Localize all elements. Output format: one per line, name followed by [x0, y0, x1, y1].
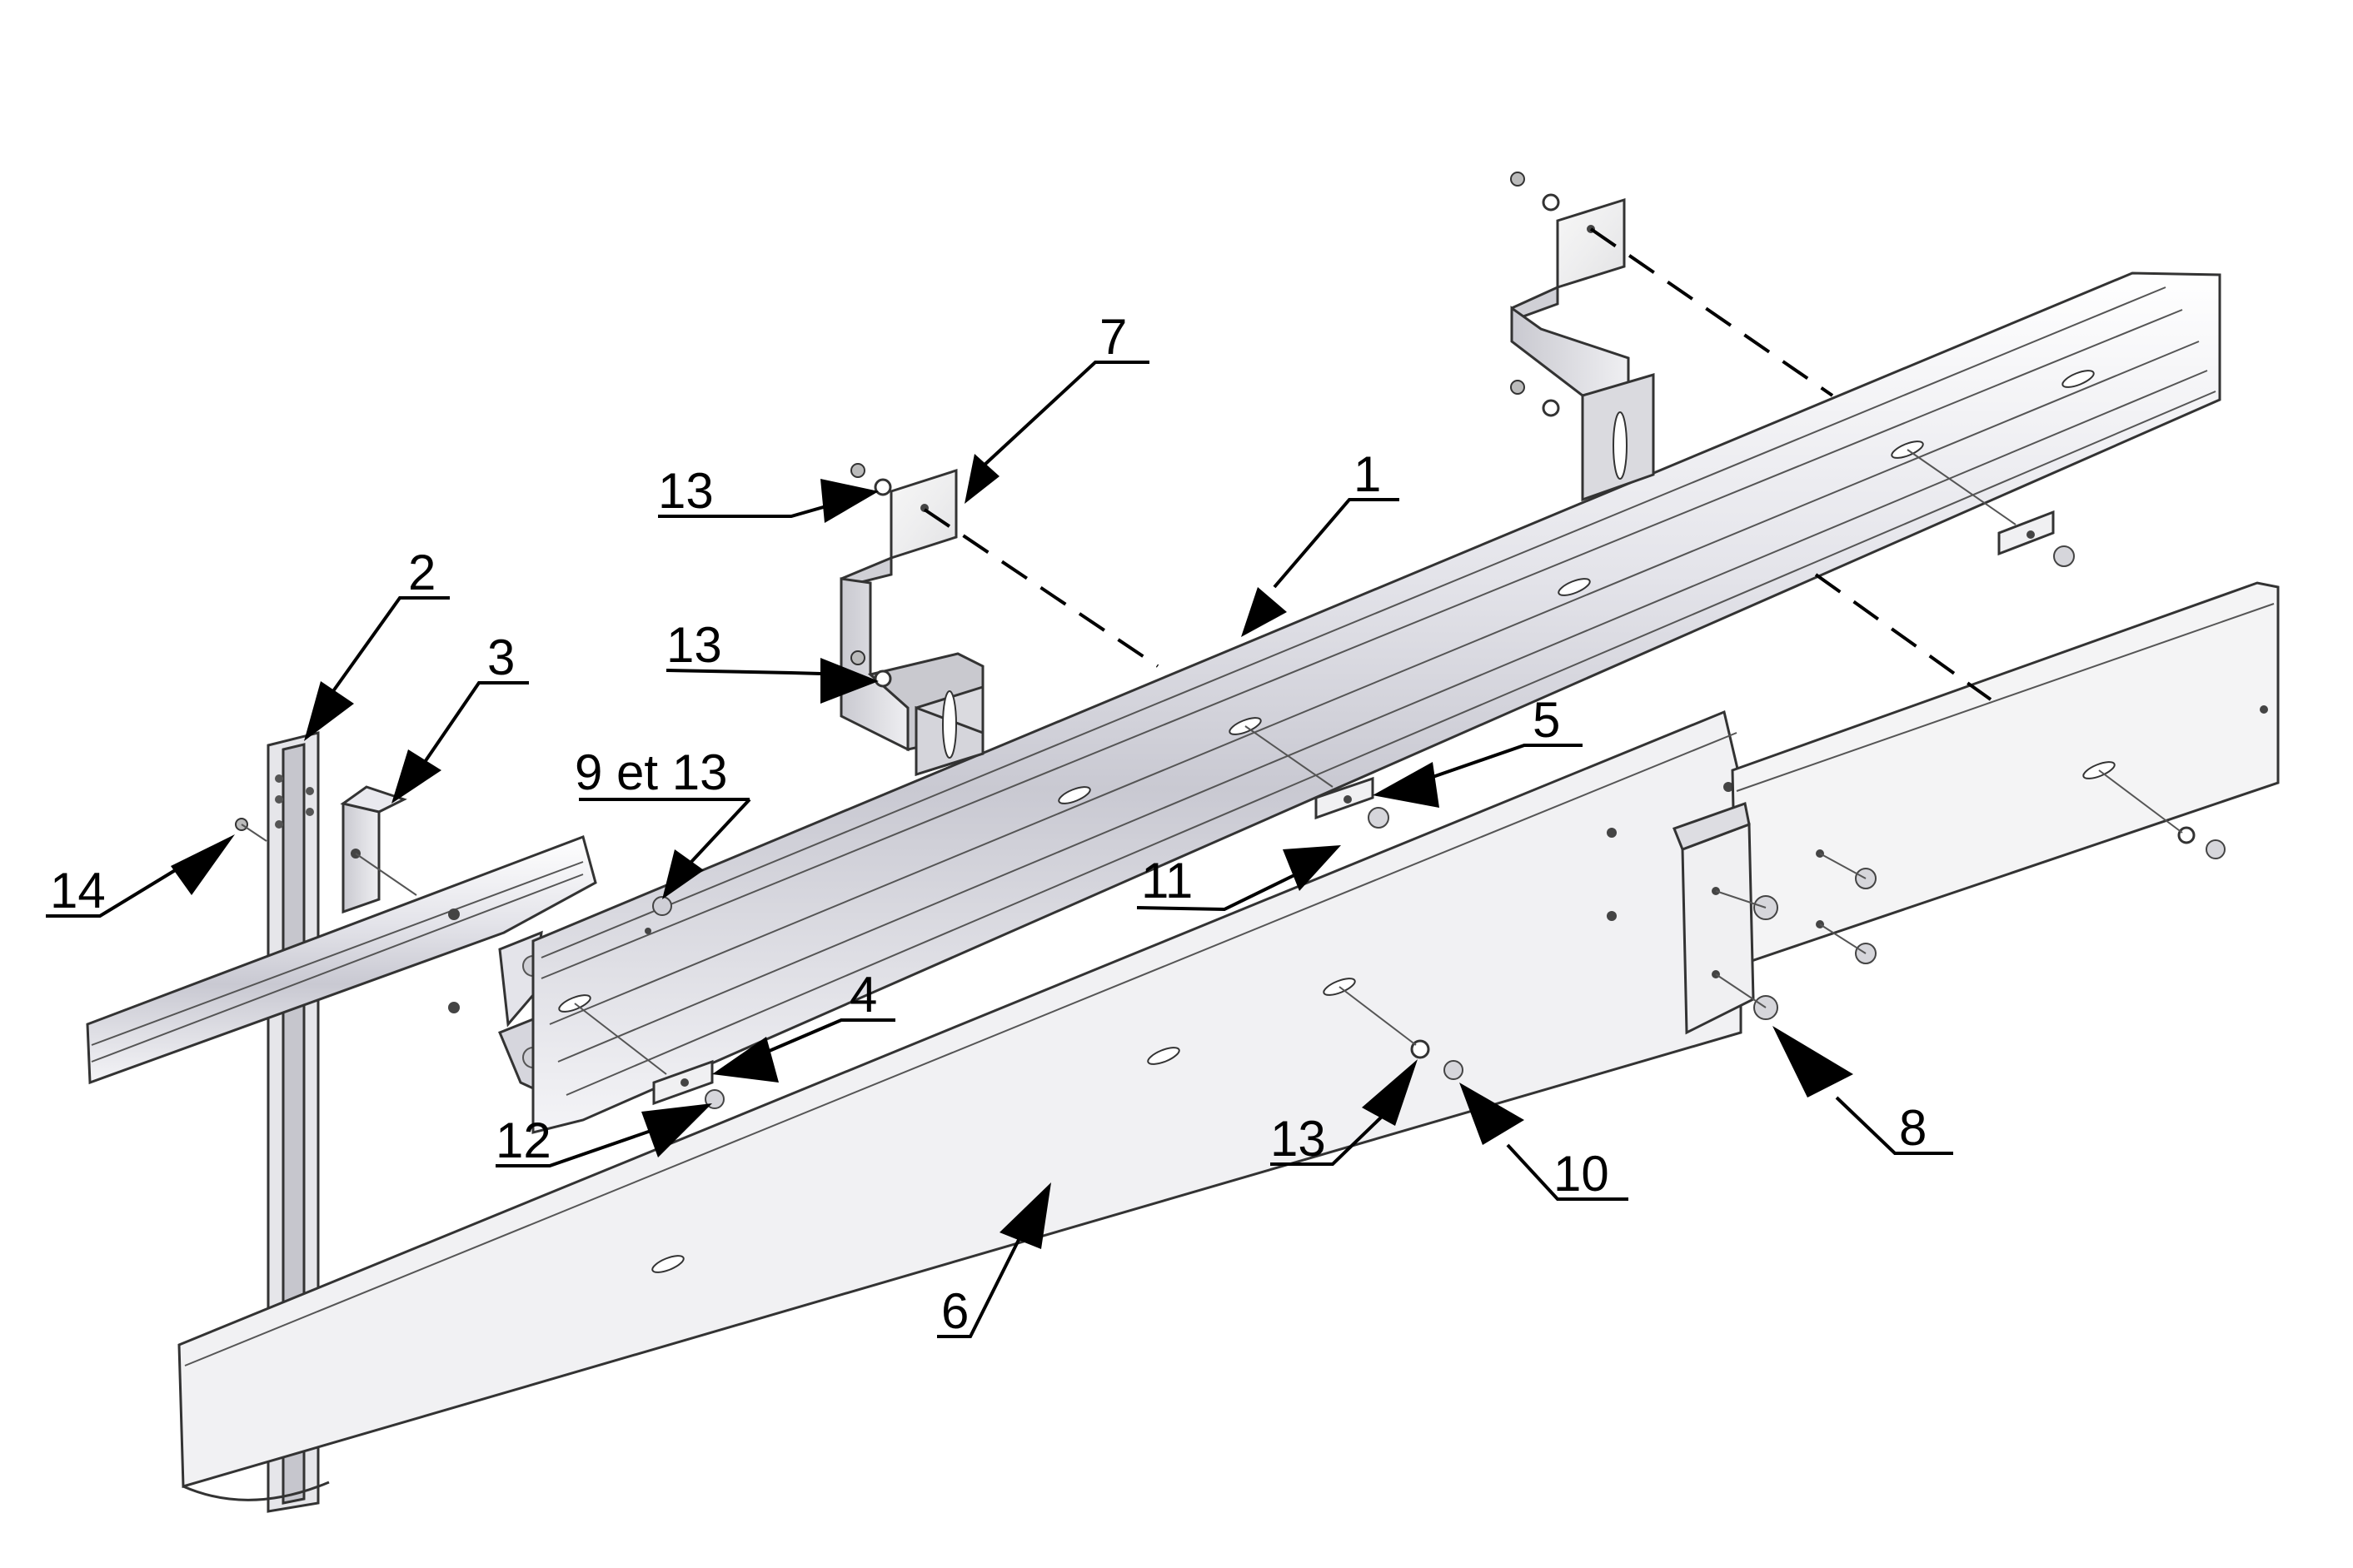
- label-10: 10: [1553, 1146, 1609, 1202]
- exploded-parts: [574, 449, 2226, 1109]
- lower-panel: [177, 709, 1742, 1501]
- right-panel: [1731, 581, 2280, 968]
- label-1: 1: [1353, 446, 1381, 502]
- label-13-bottom: 13: [1270, 1111, 1326, 1167]
- label-5: 5: [1533, 692, 1560, 748]
- label-11: 11: [1141, 853, 1193, 908]
- label-12: 12: [496, 1113, 551, 1168]
- label-6: 6: [941, 1283, 969, 1339]
- rail-lower-left: [86, 835, 597, 1085]
- splice-bolts: [1712, 849, 1877, 1020]
- label-13-mid: 13: [666, 617, 722, 673]
- post-bracket: [340, 785, 417, 914]
- leaders: [46, 361, 1953, 1338]
- label-3: 3: [487, 630, 515, 685]
- label-13-top: 13: [658, 463, 714, 519]
- label-4: 4: [850, 967, 877, 1023]
- label-8: 8: [1899, 1100, 1927, 1156]
- labels: 7 13 13 1 2 3 14 9 et 13 5 11 4 12 13 10…: [50, 309, 1927, 1339]
- label-2: 2: [408, 545, 436, 600]
- main-rail: [531, 271, 2221, 1134]
- label-9-et-13: 9 et 13: [575, 744, 728, 800]
- label-7: 7: [1099, 309, 1127, 365]
- bracket-right: [1510, 197, 1655, 502]
- label-14: 14: [50, 863, 106, 918]
- bracket-bolts: [235, 172, 1560, 842]
- bracket-left: [840, 468, 985, 777]
- splice-plate: [1673, 802, 1877, 1035]
- alignment-lines: [923, 227, 1992, 701]
